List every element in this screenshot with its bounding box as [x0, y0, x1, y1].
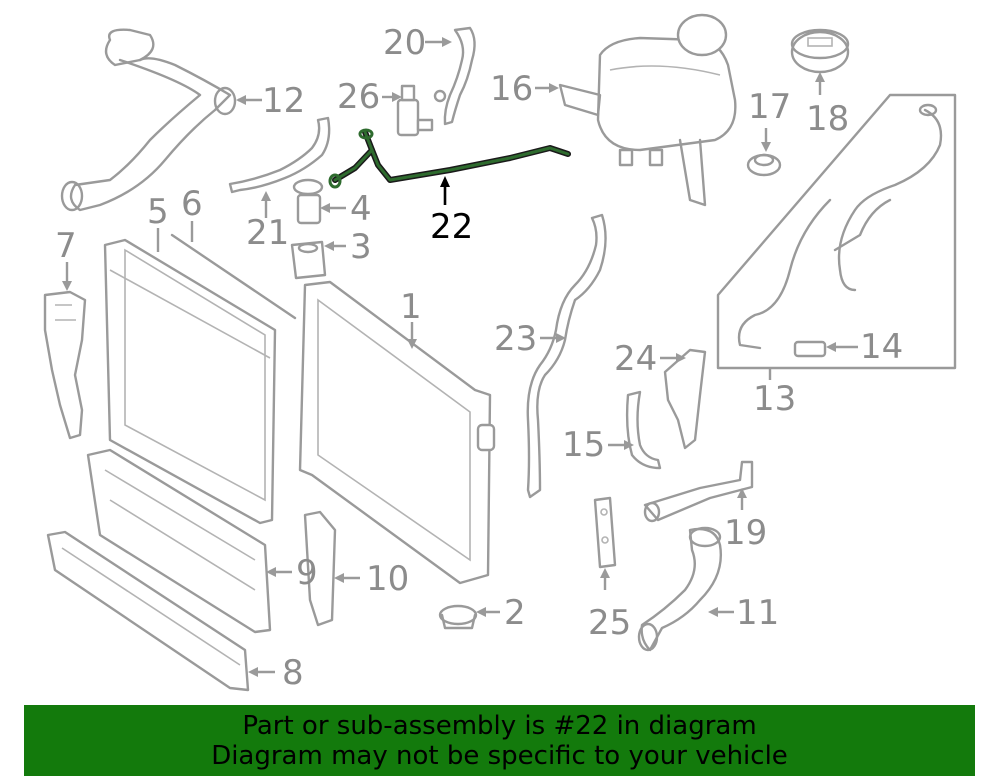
svg-text:8: 8 [282, 653, 304, 693]
part-24-bracket[interactable] [663, 348, 707, 450]
callout-8: 8 [248, 653, 304, 693]
part-6-seal[interactable] [170, 233, 297, 320]
part-4-bracket[interactable] [292, 178, 324, 225]
part-11-hose[interactable] [637, 526, 722, 652]
callout-9: 9 [266, 553, 318, 593]
svg-text:16: 16 [490, 69, 533, 109]
parts-diagram: 12 20 26 16 [43, 13, 957, 693]
svg-text:3: 3 [350, 227, 372, 267]
callout-26: 26 [337, 77, 402, 117]
part-8-deflector[interactable] [46, 530, 250, 692]
part-15-pipe[interactable] [625, 390, 662, 470]
callout-21: 21 [246, 191, 289, 253]
svg-text:13: 13 [753, 379, 796, 419]
svg-text:26: 26 [337, 77, 380, 117]
part-2-mount[interactable] [438, 604, 478, 630]
svg-text:18: 18 [806, 99, 849, 139]
part-18-cap[interactable] [790, 28, 850, 74]
part-19-hose[interactable] [643, 460, 754, 523]
svg-text:21: 21 [246, 213, 289, 253]
part-21-hose[interactable] [228, 116, 331, 194]
callout-12: 12 [236, 81, 305, 121]
svg-text:11: 11 [736, 593, 779, 633]
svg-text:24: 24 [614, 339, 657, 379]
svg-text:22: 22 [430, 207, 473, 247]
svg-text:10: 10 [366, 559, 409, 599]
callout-25: 25 [588, 568, 631, 643]
callout-22: 22 [430, 176, 473, 247]
part-14-connector[interactable] [793, 340, 827, 358]
part-16-tank[interactable] [558, 13, 737, 207]
callout-16: 16 [490, 69, 559, 109]
part-5-condenser[interactable] [103, 238, 277, 525]
callout-18: 18 [806, 72, 849, 139]
svg-text:20: 20 [383, 23, 426, 63]
info-banner: Part or sub-assembly is #22 in diagram D… [24, 705, 975, 776]
callout-2: 2 [476, 593, 526, 633]
svg-text:14: 14 [860, 327, 903, 367]
part-12-hose[interactable] [60, 28, 237, 212]
callout-7: 7 [55, 226, 77, 291]
svg-text:25: 25 [588, 603, 631, 643]
callout-10: 10 [334, 559, 409, 599]
callout-1: 1 [400, 287, 422, 349]
callout-17: 17 [748, 87, 791, 152]
part-25-bracket[interactable] [593, 496, 617, 569]
callout-6: 6 [181, 184, 203, 242]
callout-3: 3 [324, 227, 372, 267]
svg-text:17: 17 [748, 87, 791, 127]
part-3-mount[interactable] [290, 240, 327, 280]
part-1-radiator[interactable] [298, 280, 496, 585]
callout-20: 20 [383, 23, 452, 63]
callout-13: 13 [753, 368, 796, 419]
svg-text:19: 19 [724, 513, 767, 553]
callout-23: 23 [494, 319, 566, 359]
part-20-hose[interactable] [433, 26, 476, 126]
svg-text:9: 9 [296, 553, 318, 593]
svg-text:15: 15 [562, 425, 605, 465]
callout-24: 24 [614, 339, 686, 379]
part-23-pipe[interactable] [526, 213, 607, 499]
part-10-seal[interactable] [303, 510, 337, 627]
callout-19: 19 [724, 488, 767, 553]
callout-15: 15 [562, 425, 634, 465]
svg-text:5: 5 [147, 192, 169, 232]
svg-text:7: 7 [55, 226, 77, 266]
callout-11: 11 [708, 593, 779, 633]
part-26-valve[interactable] [396, 84, 434, 137]
part-22-pipe-highlighted[interactable] [328, 128, 571, 189]
callout-14: 14 [826, 327, 903, 367]
part-17-grommet[interactable] [746, 153, 782, 177]
svg-text:4: 4 [350, 189, 372, 229]
svg-text:2: 2 [504, 593, 526, 633]
svg-text:12: 12 [262, 81, 305, 121]
callout-5: 5 [147, 192, 169, 252]
part-13-hose-assembly[interactable] [716, 93, 957, 370]
part-7-air-guide[interactable] [43, 290, 87, 440]
svg-text:6: 6 [181, 184, 203, 224]
svg-text:1: 1 [400, 287, 422, 327]
part-9-shroud[interactable] [86, 448, 272, 634]
banner-line-1: Part or sub-assembly is #22 in diagram [242, 710, 757, 741]
svg-text:23: 23 [494, 319, 537, 359]
callout-4: 4 [320, 189, 372, 229]
banner-line-2: Diagram may not be specific to your vehi… [211, 740, 788, 771]
